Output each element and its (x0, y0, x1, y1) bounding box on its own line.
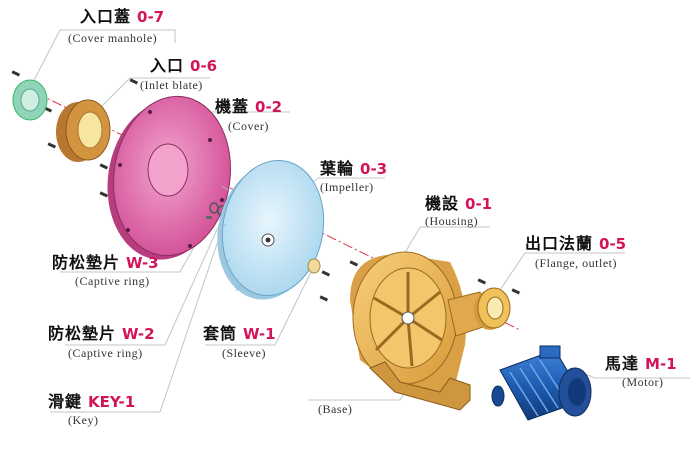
label-housing: 機設 0-1 (425, 190, 492, 214)
label-captive-ring-w2-zh: 防松墊片 (48, 324, 117, 343)
label-inlet-blate-en: (Inlet blate) (140, 78, 203, 92)
label-cover-code: 0-2 (255, 98, 283, 116)
label-sleeve-code: W-1 (243, 325, 276, 343)
label-cover-manhole: 入口蓋 0-7 (80, 3, 164, 27)
label-inlet-blate-zh: 入口 (150, 56, 185, 75)
label-cover-manhole-en: (Cover manhole) (68, 31, 158, 45)
label-motor: 馬達 M-1 (605, 350, 677, 374)
label-flange-outlet-zh: 出口法蘭 (525, 234, 594, 253)
label-captive-ring-w3-zh: 防松墊片 (52, 253, 121, 272)
label-cover: 機蓋 0-2 (215, 93, 282, 117)
label-cover-en: (Cover) (228, 119, 269, 133)
label-key-zh: 滑鍵 (48, 392, 83, 411)
label-captive-ring-w2: 防松墊片 W-2 (48, 320, 155, 344)
label-motor-en: (Motor) (622, 375, 664, 389)
label-captive-ring-w3: 防松墊片 W-3 (52, 249, 159, 273)
leader-sleeve (205, 269, 313, 346)
label-flange-outlet-en: (Flange, outlet) (535, 256, 617, 270)
motor-part (491, 345, 592, 421)
label-key-en: (Key) (68, 413, 99, 427)
label-impeller: 葉輪 0-3 (320, 155, 387, 179)
base-part (369, 361, 471, 411)
label-captive-ring-w2-code: W-2 (122, 325, 155, 343)
label-flange-outlet-code: 0-5 (599, 235, 627, 253)
label-inlet-blate-code: 0-6 (190, 57, 218, 75)
leader-cover-manhole (60, 29, 176, 43)
flange-outlet-part (474, 287, 511, 330)
label-housing-code: 0-1 (465, 195, 493, 213)
label-captive-ring-w2-en: (Captive ring) (68, 346, 143, 360)
label-key: 滑鍵 KEY-1 (48, 388, 135, 412)
label-sleeve-en: (Sleeve) (222, 346, 266, 360)
cover-part (107, 95, 232, 260)
label-impeller-zh: 葉輪 (320, 159, 355, 178)
label-motor-code: M-1 (645, 355, 677, 373)
label-cover-manhole-code: 0-7 (137, 8, 165, 26)
cover-manhole-part (12, 79, 48, 121)
label-cover-zh: 機蓋 (215, 97, 250, 116)
inlet-blate-part (56, 99, 111, 162)
label-cover-manhole-zh: 入口蓋 (80, 7, 132, 26)
housing-part (350, 251, 487, 394)
leader-key (50, 234, 221, 413)
label-key-code: KEY-1 (88, 393, 136, 411)
leader-w2 (65, 211, 226, 346)
label-sleeve-zh: 套筒 (203, 324, 238, 343)
label-housing-en: (Housing) (425, 214, 479, 228)
label-flange-outlet: 出口法蘭 0-5 (525, 230, 626, 254)
label-impeller-en: (Impeller) (320, 180, 374, 194)
label-inlet-blate: 入口 0-6 (150, 52, 217, 76)
label-captive-ring-w3-code: W-3 (126, 254, 159, 272)
label-motor-zh: 馬達 (605, 354, 640, 373)
label-captive-ring-w3-en: (Captive ring) (75, 274, 150, 288)
label-housing-zh: 機設 (425, 194, 460, 213)
label-base-en: (Base) (318, 402, 353, 416)
impeller-part (217, 159, 325, 300)
label-sleeve: 套筒 W-1 (203, 320, 276, 344)
label-impeller-code: 0-3 (360, 160, 388, 178)
sleeve-part (307, 258, 321, 274)
